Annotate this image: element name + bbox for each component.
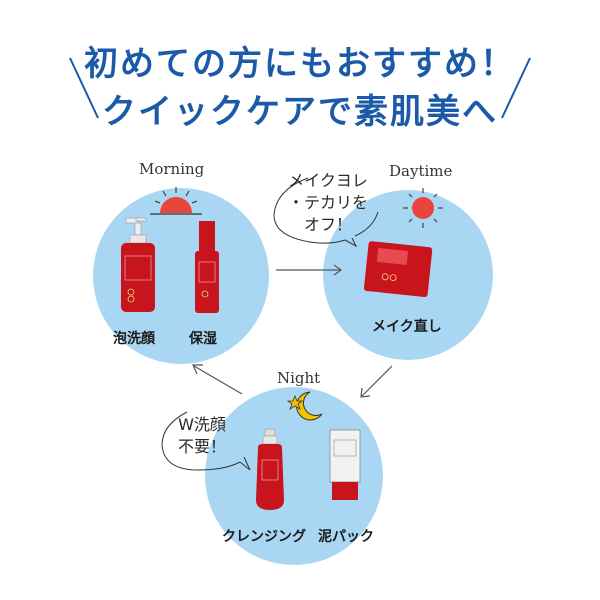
morning-label: Morning: [139, 160, 205, 178]
moon-icon: [296, 391, 323, 421]
makeup-wipes-pack: [363, 241, 433, 298]
daytime-label: Daytime: [389, 162, 453, 180]
cleansing-oil-bottle: [256, 428, 284, 510]
daytime-bubble-line-2: ・テカリを: [288, 193, 369, 212]
mud-pack-tube: [329, 429, 361, 500]
daytime-bubble-line-1: メイクヨレ: [288, 171, 368, 190]
sun-icon: [403, 188, 443, 228]
daytime-bubble-line-3: オフ！: [304, 215, 353, 234]
night-speech-bubble: [161, 411, 251, 471]
night-bubble-text: W洗顔 不要！: [178, 414, 226, 458]
star-icon: [286, 394, 304, 410]
product-label-moisturizer: 保湿: [189, 331, 217, 347]
arrow-daytime-to-night: [360, 365, 393, 398]
product-label-makeup-fix: メイク直し: [372, 319, 442, 335]
arrow-morning-to-daytime: [276, 264, 343, 276]
product-label-mud-pack: 泥パック: [318, 529, 374, 545]
headline-line-1: 初めての方にもおすすめ！: [84, 44, 516, 84]
moisturizer-bottle: [195, 221, 219, 313]
daytime-bubble-text: メイクヨレ ・テカリを オフ！: [288, 170, 368, 236]
arrow-night-to-morning: [192, 364, 243, 395]
night-label: Night: [277, 369, 321, 387]
daytime-speech-bubble: [273, 177, 379, 248]
headline-line-2: クイックケアで素肌美へ: [102, 92, 498, 132]
sunrise-icon: [150, 187, 202, 215]
night-bubble-line-2: 不要！: [178, 437, 227, 456]
night-bubble-line-1: W洗顔: [178, 415, 226, 434]
product-label-foam-wash: 泡洗顔: [113, 331, 155, 347]
foam-cleanser-bottle: [121, 217, 155, 312]
product-label-cleansing: クレンジング: [222, 529, 306, 545]
